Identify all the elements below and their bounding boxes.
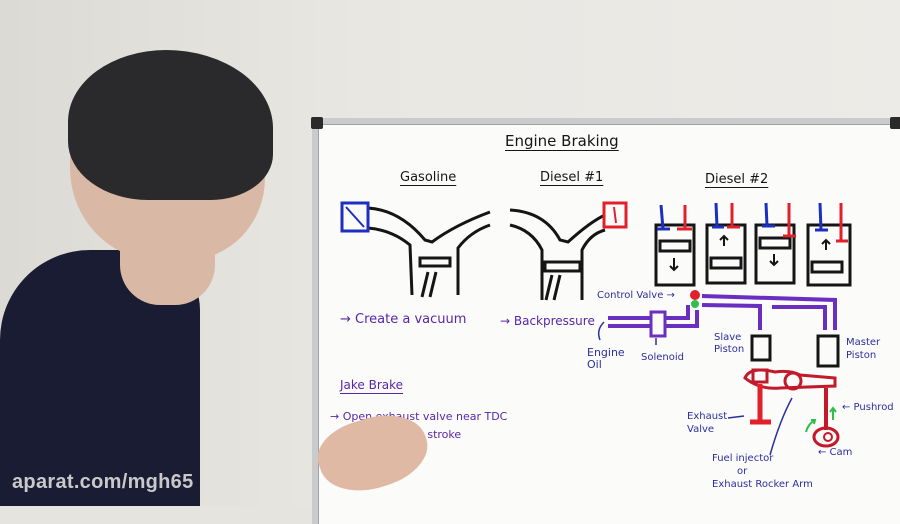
gasoline-heading: Gasoline xyxy=(400,170,457,185)
exhaust-rocker-arm-label: Exhaust Rocker Arm xyxy=(712,479,813,490)
presenter-hair xyxy=(68,50,273,200)
diesel1-note: → Backpressure xyxy=(500,314,595,328)
fuel-injector-label: Fuel injector xyxy=(712,453,774,464)
slave-piston-label: Slave Piston xyxy=(714,332,745,355)
gasoline-note: → Create a vacuum xyxy=(340,312,467,327)
exhaust-valve-stem xyxy=(750,384,771,425)
control-valve-icon xyxy=(690,290,700,300)
solenoid-label: Solenoid xyxy=(641,352,684,363)
board-corner xyxy=(890,117,900,129)
diesel2-cylinders xyxy=(654,223,852,287)
exhaust-valve-label: Exhaust Valve xyxy=(687,411,728,435)
board-title: Engine Braking xyxy=(505,132,619,150)
throttle-body-icon xyxy=(340,201,370,233)
control-valve-label: Control Valve → xyxy=(597,290,675,301)
oil-lines xyxy=(608,294,837,330)
board-corner xyxy=(311,117,323,129)
solenoid-icon xyxy=(649,310,667,338)
rocker-arm xyxy=(743,368,837,391)
pushrod-label: ← Pushrod xyxy=(842,402,894,413)
engine-oil-label: Engine Oil xyxy=(587,346,625,371)
diesel2-heading: Diesel #2 xyxy=(705,172,769,187)
exhaust-valve-icon xyxy=(602,201,628,229)
whiteboard-diagrams xyxy=(340,201,852,456)
jake-brake-heading: Jake Brake xyxy=(340,378,404,392)
gasoline-diagram xyxy=(367,206,491,298)
watermark: aparat.com/mgh65 xyxy=(12,471,194,493)
master-piston-label: Master Piston xyxy=(846,337,881,361)
diesel1-diagram xyxy=(509,208,606,301)
cam-icon xyxy=(812,426,840,448)
or-label: or xyxy=(737,466,748,477)
cam-label: ← Cam xyxy=(818,447,853,458)
diesel1-heading: Diesel #1 xyxy=(540,170,604,185)
